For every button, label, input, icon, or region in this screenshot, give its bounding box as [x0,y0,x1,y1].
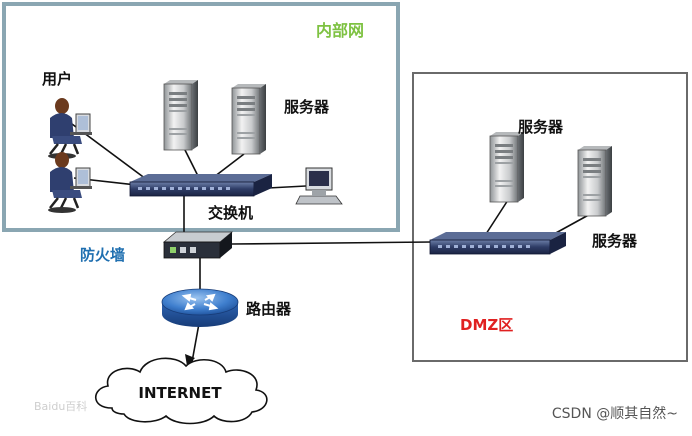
dmz-title: DMZ区 [460,316,513,334]
switch-label: 交换机 [208,204,253,222]
user-icon [46,150,94,215]
internal-server-label: 服务器 [284,98,330,116]
server-icon [489,131,525,203]
router-icon [161,288,239,327]
server-icon [231,83,267,155]
dmz-frame [412,72,688,362]
firewall-icon [162,231,234,259]
user-label: 用户 [42,70,72,88]
user-icon [46,96,94,161]
dmz-server-label-right: 服务器 [592,232,638,250]
csdn-credit: CSDN @顺其自然~ [552,405,678,422]
server-icon [163,79,199,151]
switch-icon [429,232,566,255]
firewall-label: 防火墙 [80,246,125,264]
line-switch-computer [267,185,307,189]
internal-network-frame [2,2,400,232]
baidu-watermark: Baidu百科 [34,399,87,413]
internal-network-title: 内部网 [316,21,364,40]
dmz-server-label-top: 服务器 [518,118,564,136]
arrow-to-internet [185,354,195,366]
cloud-icon [94,357,268,425]
computer-icon [295,167,343,205]
internet-label: INTERNET [138,384,222,402]
line-firewall-dmz-switch [231,241,433,245]
server-icon [577,145,613,217]
switch-icon [129,174,272,197]
line-dmz-server1-switch [485,199,509,235]
router-label: 路由器 [246,300,292,318]
